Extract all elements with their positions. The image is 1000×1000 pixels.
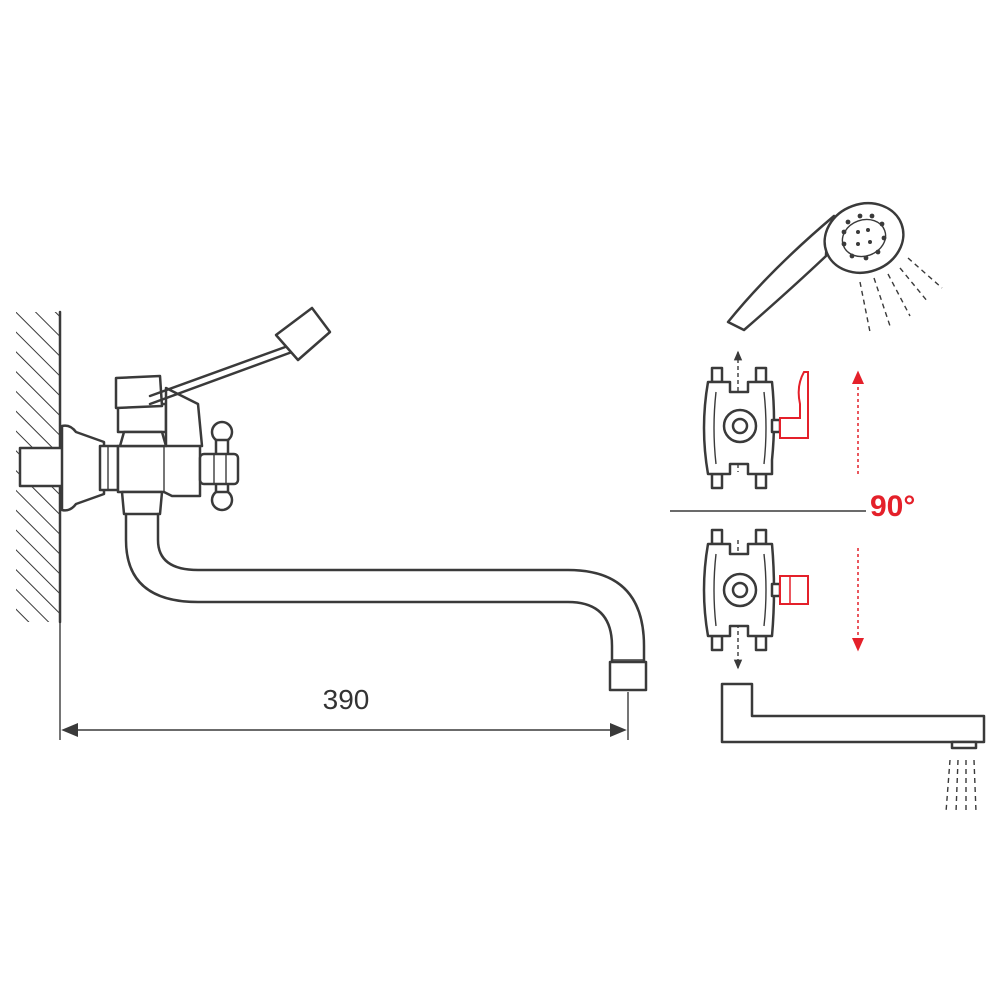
valve-shower-position <box>702 350 809 490</box>
valve-spout-position <box>702 528 809 670</box>
faucet-side-view <box>18 306 648 692</box>
rotation-angle-label: 90° <box>870 490 916 523</box>
bath-spout-icon <box>720 682 986 813</box>
dimension-label: 390 <box>322 684 370 715</box>
dimension-line <box>59 622 629 740</box>
shower-head-icon <box>726 201 943 333</box>
